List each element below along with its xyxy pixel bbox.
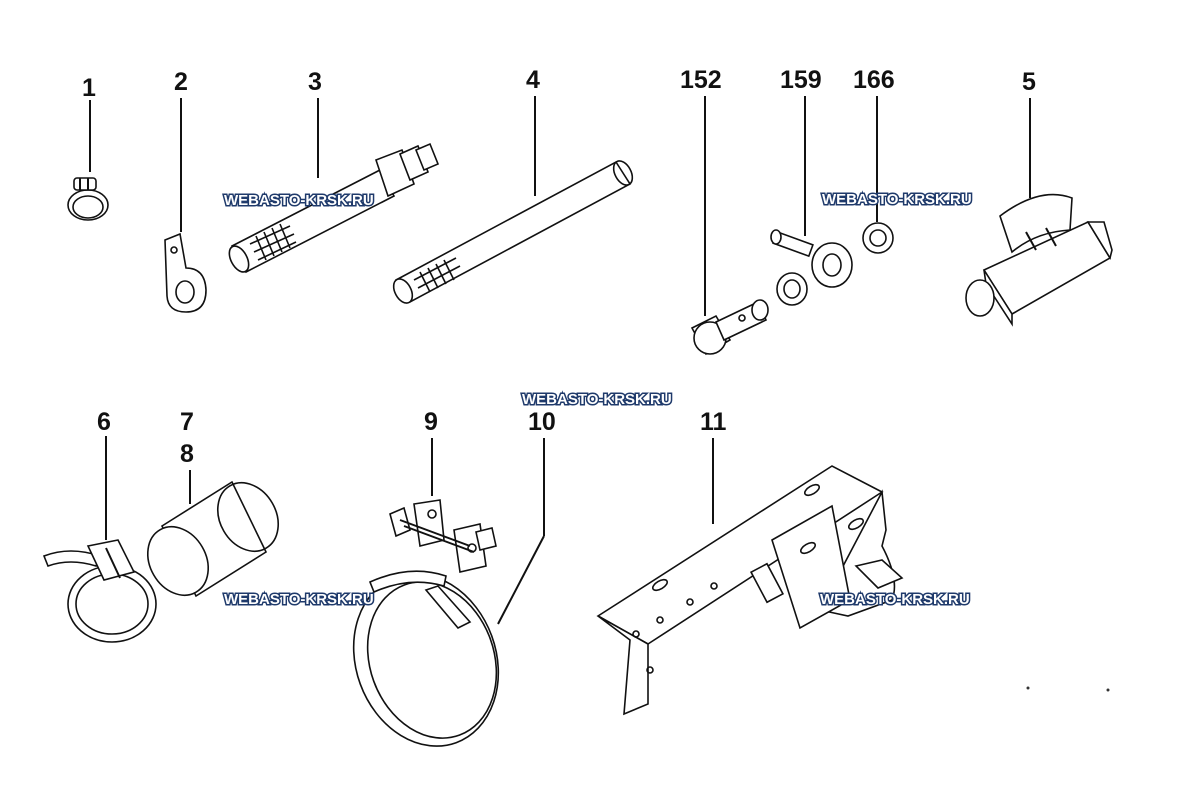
watermark-3: WEBASTO-KRSK.RU — [522, 391, 672, 408]
part-10-band-clamp — [352, 438, 545, 747]
label-1: 1 — [82, 74, 96, 102]
part-2-p-clip — [164, 98, 207, 313]
part-3-hose-with-fitting — [228, 98, 440, 274]
label-166: 166 — [853, 66, 895, 94]
part-11-bracket — [596, 438, 904, 716]
part-1-small-clamp — [67, 100, 109, 221]
part-7-8-sleeve — [147, 470, 279, 598]
part-9-clamp-screw — [389, 438, 497, 573]
label-8: 8 — [180, 440, 194, 468]
label-4: 4 — [526, 66, 540, 94]
label-7: 7 — [180, 408, 194, 436]
part-166-washer — [862, 96, 894, 254]
speck — [1026, 686, 1030, 690]
watermark-5: WEBASTO-KRSK.RU — [820, 591, 970, 608]
label-152: 152 — [680, 66, 722, 94]
label-11: 11 — [700, 408, 727, 436]
watermark-4: WEBASTO-KRSK.RU — [224, 591, 374, 608]
part-6-hose-clamp — [42, 436, 157, 643]
part-152-banjo-bolt — [690, 96, 769, 356]
label-159: 159 — [780, 66, 822, 94]
part-159-banjo-fitting — [770, 96, 853, 306]
label-10: 10 — [528, 408, 556, 436]
label-2: 2 — [174, 68, 188, 96]
label-5: 5 — [1022, 68, 1036, 96]
speck — [1106, 688, 1110, 692]
watermark-2: WEBASTO-KRSK.RU — [822, 191, 972, 208]
label-9: 9 — [424, 408, 438, 436]
watermark-1: WEBASTO-KRSK.RU — [224, 192, 374, 209]
label-3: 3 — [308, 68, 322, 96]
part-5-shutoff-valve — [965, 98, 1113, 327]
part-4-tube — [392, 96, 634, 304]
label-6: 6 — [97, 408, 111, 436]
